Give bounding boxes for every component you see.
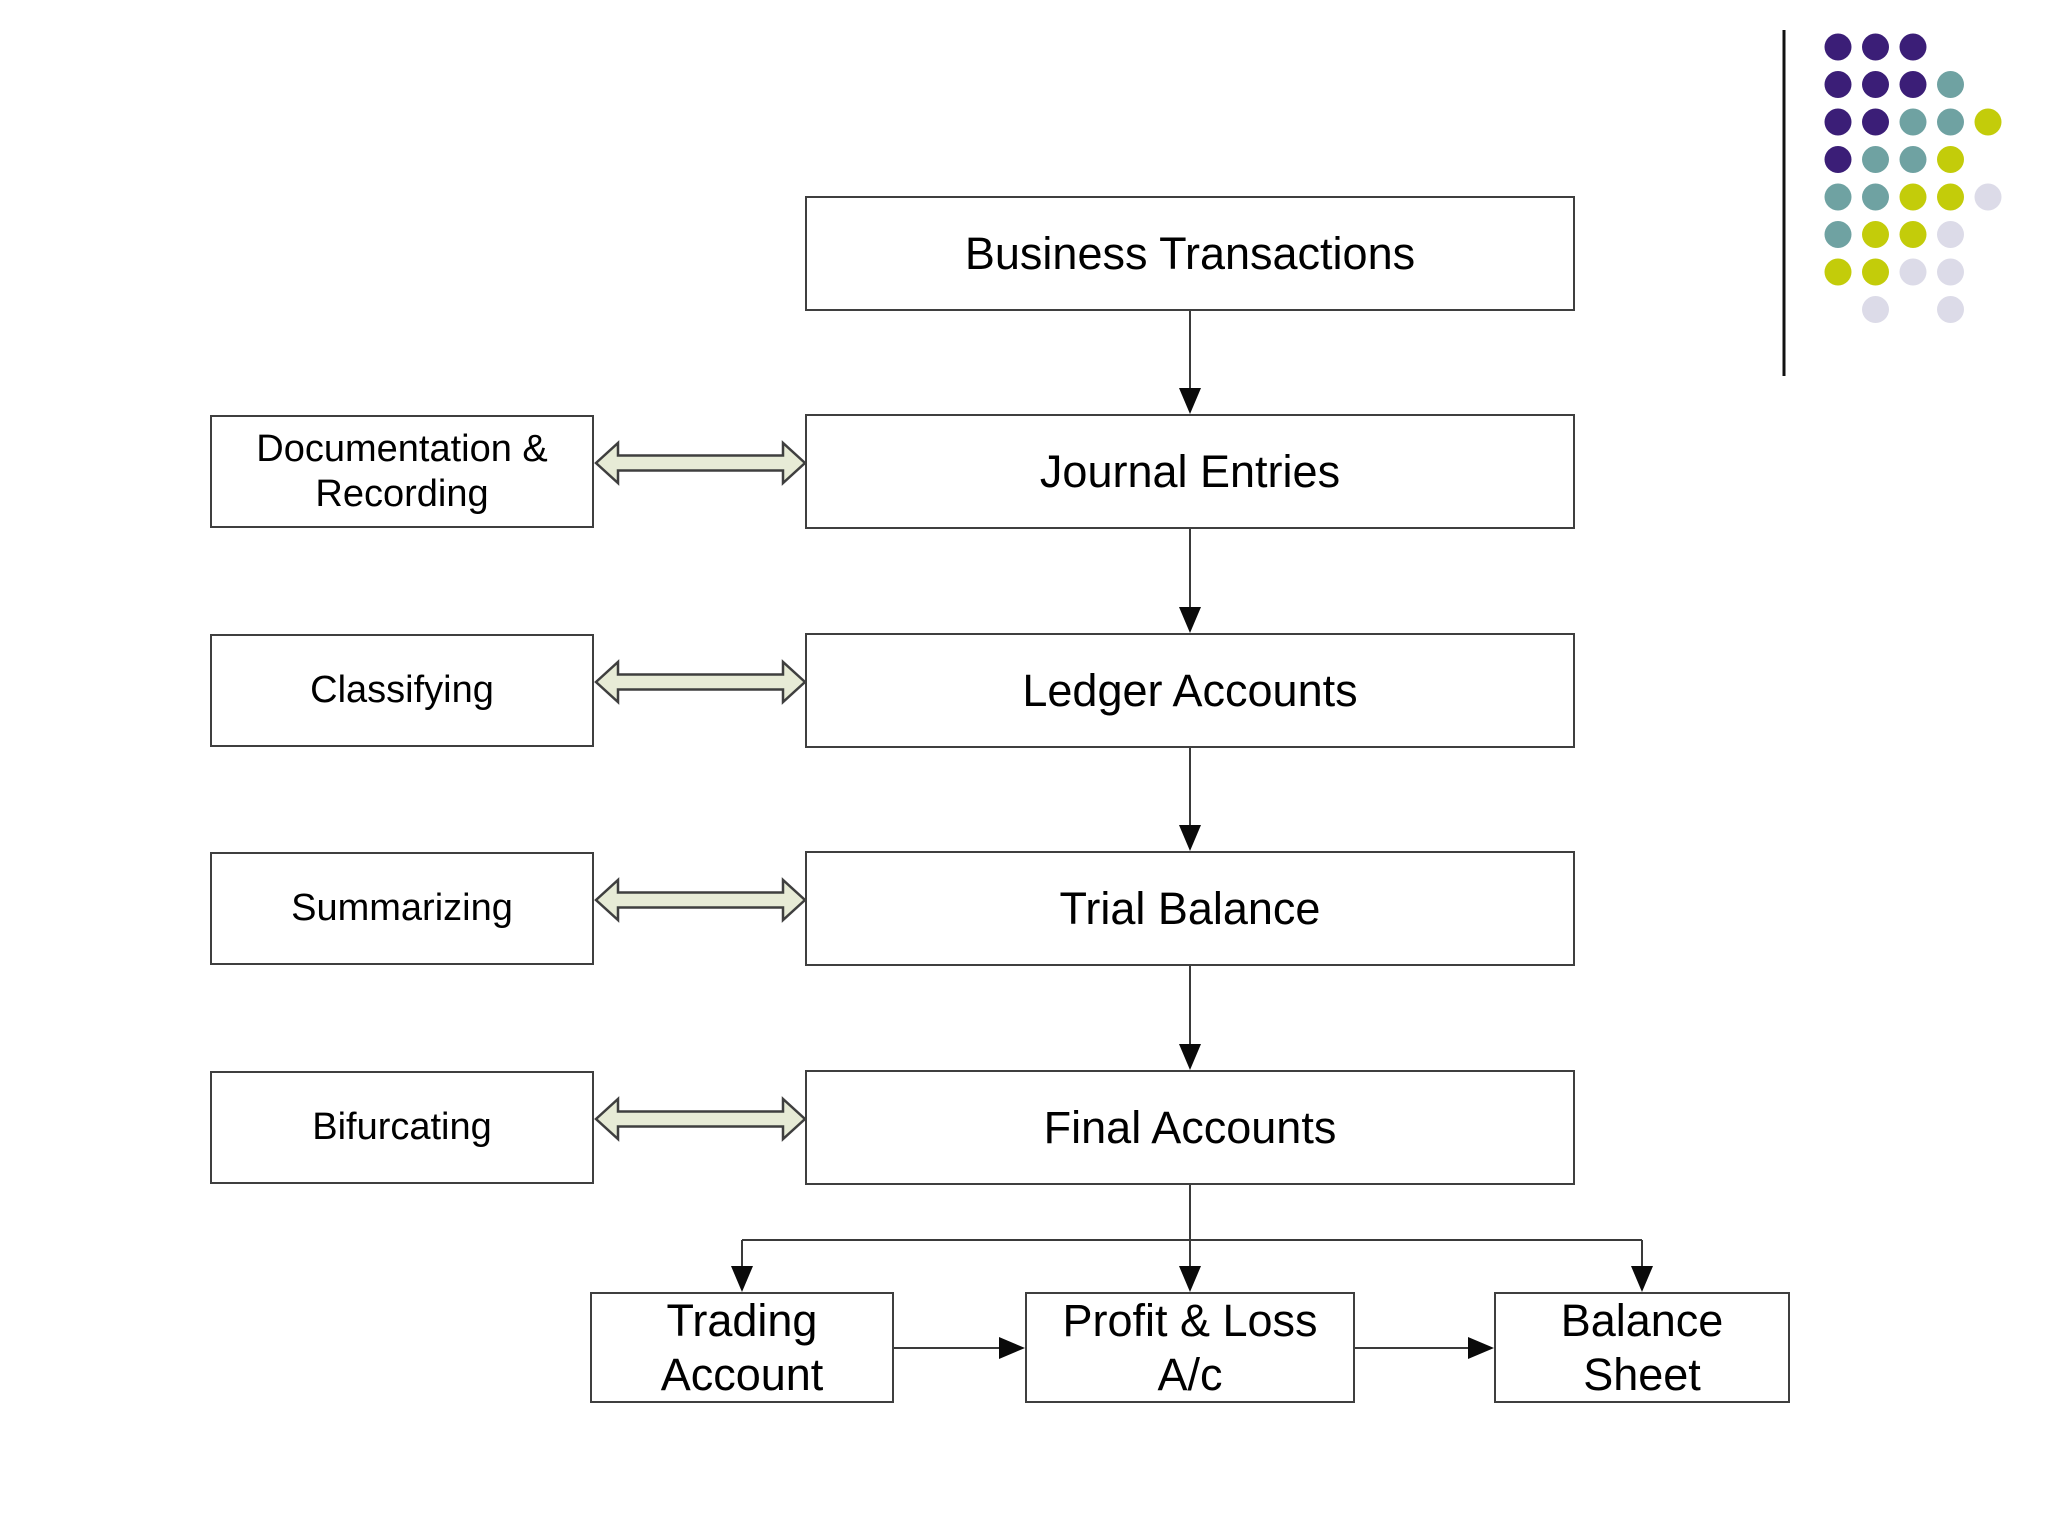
dot [1899, 71, 1927, 98]
side-box-classifying: Classifying [210, 634, 594, 747]
dot [1862, 183, 1889, 211]
dot [1899, 221, 1927, 248]
dot [1824, 258, 1852, 286]
dot [1824, 183, 1852, 211]
dot [1937, 296, 1964, 323]
dot [1824, 71, 1852, 98]
side-box-documentation-recording: Documentation & Recording [210, 415, 594, 528]
dot [1824, 108, 1852, 136]
arrow-profit-loss-to-balance-sheet [1355, 1337, 1494, 1359]
arrow-trial-to-final [1179, 966, 1201, 1070]
dot [1862, 71, 1889, 98]
dot [1974, 183, 2002, 211]
double-arrow-summarizing-trial [594, 877, 807, 923]
dot [1862, 258, 1889, 286]
dot [1937, 71, 1964, 98]
dot [1899, 146, 1927, 173]
dot [1937, 221, 1964, 248]
arrow-business-to-journal [1179, 311, 1201, 414]
dot [1862, 296, 1889, 323]
dot [1937, 258, 1964, 286]
arrow-journal-to-ledger [1179, 529, 1201, 633]
dot [1862, 146, 1889, 173]
dot [1899, 33, 1927, 61]
flow-box-journal-entries: Journal Entries [805, 414, 1575, 529]
dot [1862, 33, 1889, 61]
flow-box-balance-sheet: Balance Sheet [1494, 1292, 1790, 1403]
dots-decoration [1824, 33, 2002, 323]
side-box-summarizing: Summarizing [210, 852, 594, 965]
dot [1862, 108, 1889, 136]
double-arrow-documentation-journal [594, 440, 807, 486]
branch-final-accounts [731, 1185, 1653, 1292]
dot [1862, 221, 1889, 248]
dot [1974, 108, 2002, 136]
dot [1824, 146, 1852, 173]
dot [1937, 146, 1964, 173]
dot [1937, 183, 1964, 211]
dot [1937, 108, 1964, 136]
flow-box-trial-balance: Trial Balance [805, 851, 1575, 966]
dot [1899, 258, 1927, 286]
dot [1824, 33, 1852, 61]
dot [1824, 221, 1852, 248]
flow-box-profit-loss: Profit & Loss A/c [1025, 1292, 1355, 1403]
flow-box-final-accounts: Final Accounts [805, 1070, 1575, 1185]
flow-box-ledger-accounts: Ledger Accounts [805, 633, 1575, 748]
dot [1899, 108, 1927, 136]
side-box-bifurcating: Bifurcating [210, 1071, 594, 1184]
arrow-trading-to-profit-loss [894, 1337, 1025, 1359]
flow-box-trading-account: Trading Account [590, 1292, 894, 1403]
flow-box-business-transactions: Business Transactions [805, 196, 1575, 311]
arrow-ledger-to-trial [1179, 748, 1201, 851]
double-arrow-classifying-ledger [594, 659, 807, 705]
double-arrow-bifurcating-final [594, 1096, 807, 1142]
dot [1899, 183, 1927, 211]
